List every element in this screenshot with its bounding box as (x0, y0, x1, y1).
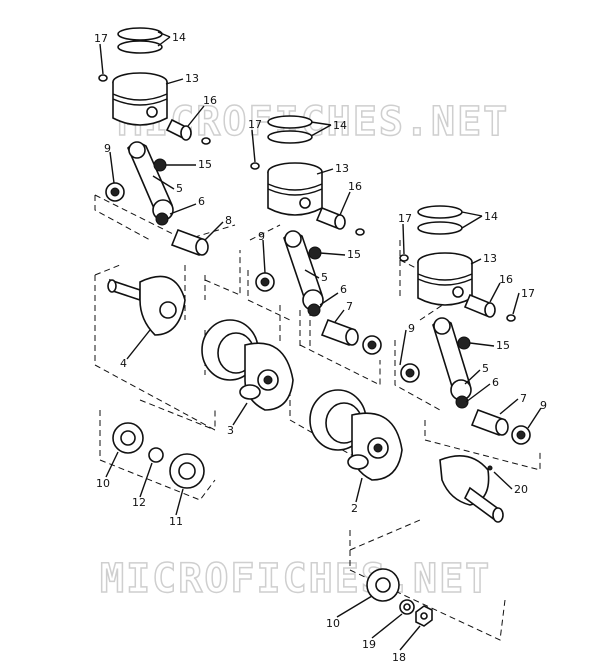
callout-16: 16 (348, 180, 362, 193)
callout-13: 13 (483, 252, 497, 265)
callout-5: 5 (482, 362, 489, 375)
callout-9: 9 (540, 399, 547, 412)
callout-17: 17 (398, 212, 412, 225)
callout-19: 19 (362, 638, 376, 651)
callout-14: 14 (484, 210, 498, 223)
connecting-rod-center (255, 230, 324, 317)
watermark-bottom: MICROFICHES.NET (100, 556, 491, 602)
callout-16: 16 (499, 273, 513, 286)
bearing-sleeve-right (470, 408, 531, 445)
piston-pin-left (165, 118, 211, 145)
callout-10: 10 (96, 477, 110, 490)
callout-9: 9 (408, 322, 415, 335)
crankshaft-web-2 (309, 389, 403, 481)
callout-2: 2 (351, 502, 358, 515)
callout-5: 5 (321, 271, 328, 284)
crankshaft-web-3 (201, 319, 294, 411)
callout-13: 13 (335, 162, 349, 175)
callout-18: 18 (392, 651, 406, 664)
callout-10: 10 (326, 617, 340, 630)
callout-15: 15 (347, 248, 361, 261)
piston-pin-right (463, 293, 516, 322)
callout-6: 6 (492, 376, 499, 389)
piston-pin-center (315, 206, 365, 236)
callout-14: 14 (333, 119, 347, 132)
callout-20: 20 (514, 483, 528, 496)
callout-11: 11 (169, 515, 183, 528)
callout-14: 14 (172, 31, 186, 44)
callout-5: 5 (176, 182, 183, 195)
bearing-11 (169, 453, 205, 489)
callout-6: 6 (198, 195, 205, 208)
bearing-sleeve-center (320, 318, 382, 355)
callout-17: 17 (248, 118, 262, 131)
crankshaft-end-left (107, 275, 186, 336)
crankshaft-end-right (439, 454, 504, 523)
bearing-10-left (112, 422, 144, 454)
piston-left (98, 27, 168, 126)
callout-15: 15 (198, 158, 212, 171)
circlip-12 (148, 447, 164, 463)
piston-center (250, 115, 323, 216)
nut-18 (415, 605, 433, 627)
callout-12: 12 (132, 496, 146, 509)
callout-labels: 17 14 13 16 17 14 9 15 5 13 16 6 8 9 15 … (94, 31, 547, 664)
piston-right (399, 205, 473, 306)
bearing-10-right (366, 568, 400, 602)
callout-16: 16 (203, 94, 217, 107)
connecting-rod-right (400, 317, 472, 409)
callout-13: 13 (185, 72, 199, 85)
washer-19 (399, 599, 415, 615)
callout-7: 7 (346, 300, 353, 313)
bearing-sleeve-left (170, 228, 209, 257)
callout-9: 9 (104, 142, 111, 155)
callout-15: 15 (496, 339, 510, 352)
callout-17: 17 (521, 287, 535, 300)
callout-7: 7 (520, 392, 527, 405)
callout-17: 17 (94, 32, 108, 45)
callout-8: 8 (225, 214, 232, 227)
callout-6: 6 (340, 283, 347, 296)
callout-3: 3 (227, 424, 234, 437)
callout-9: 9 (258, 230, 265, 243)
callout-4: 4 (120, 357, 127, 370)
leader-lines (99, 31, 542, 651)
connecting-rod-left (105, 141, 174, 226)
